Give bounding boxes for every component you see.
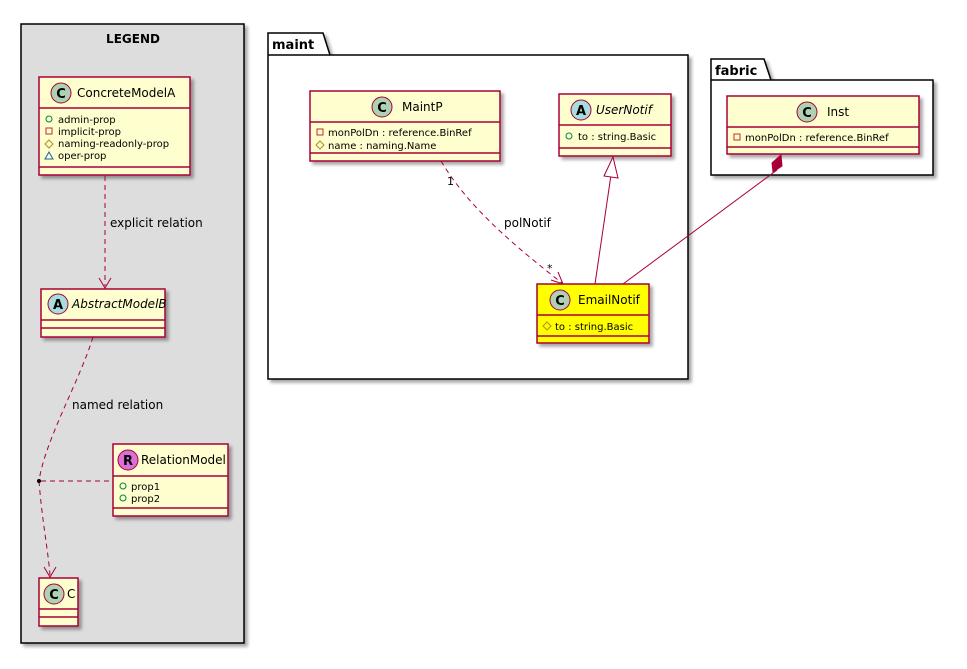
class-relation-model[interactable]: R RelationModel prop1 prop2 [112, 443, 229, 517]
svg-text:C: C [49, 588, 59, 603]
class-name: C [67, 587, 75, 601]
class-prop: to : string.Basic [555, 322, 633, 333]
class-name: RelationModel [141, 453, 226, 467]
class-name: MaintP [402, 100, 443, 114]
inheritance-arrowhead [603, 155, 619, 179]
relation-label: polNotif [504, 216, 552, 230]
target-multiplicity: * [547, 262, 553, 275]
class-stereotype-icon: A [47, 293, 69, 315]
vis-public-icon [45, 115, 53, 123]
class-prop: admin-prop [58, 115, 116, 126]
svg-text:A: A [576, 104, 586, 119]
svg-text:R: R [123, 454, 133, 469]
class-abstract-model-b[interactable]: A AbstractModelB [40, 288, 167, 338]
vis-protected-icon [542, 321, 552, 331]
class-usernotif[interactable]: A UserNotif to : string.Basic [558, 93, 672, 157]
class-name: AbstractModelB [71, 297, 167, 311]
legend-title: LEGEND [106, 32, 160, 46]
class-box [726, 95, 920, 155]
relation-explicit: explicit relation [98, 176, 203, 289]
class-name: UserNotif [596, 103, 654, 117]
relation-named: named relation [37, 336, 163, 578]
source-multiplicity: 1 [447, 175, 454, 188]
class-prop: to : string.Basic [578, 132, 656, 143]
class-prop: monPolDn : reference.BinRef [745, 133, 889, 144]
class-box [309, 90, 501, 162]
relation-inheritance [594, 155, 619, 285]
svg-text:C: C [377, 101, 387, 116]
relation-label: named relation [72, 398, 163, 412]
class-prop: prop2 [131, 494, 160, 505]
relation-label: explicit relation [110, 216, 203, 230]
class-stereotype-icon: C [43, 583, 65, 605]
class-prop: naming-readonly-prop [58, 139, 169, 150]
svg-text:C: C [555, 294, 565, 309]
vis-private-icon [45, 127, 53, 135]
class-stereotype-icon: C [371, 96, 393, 118]
class-prop: monPolDn : reference.BinRef [328, 128, 472, 139]
class-stereotype-icon: R [117, 449, 139, 471]
package-name: maint [272, 38, 314, 53]
vis-private-icon [316, 128, 324, 136]
class-inst[interactable]: C Inst monPolDn : reference.BinRef [726, 95, 920, 155]
vis-public-icon [119, 482, 127, 490]
vis-protected-icon [44, 139, 54, 149]
association-point [37, 479, 41, 483]
svg-text:C: C [56, 87, 66, 102]
vis-package-icon [44, 150, 54, 160]
vis-protected-icon [315, 140, 325, 150]
class-stereotype-icon: C [50, 82, 72, 104]
class-stereotype-icon: A [570, 99, 592, 121]
class-prop: prop1 [131, 482, 160, 493]
relation-composition [622, 153, 783, 285]
class-prop: oper-prop [58, 151, 106, 162]
class-emailnotif[interactable]: C EmailNotif to : string.Basic [536, 283, 650, 344]
svg-text:A: A [53, 298, 63, 313]
class-maintp[interactable]: C MaintP monPolDn : reference.BinRef nam… [309, 90, 501, 162]
class-c[interactable]: C C [38, 577, 79, 627]
vis-private-icon [733, 133, 741, 141]
class-stereotype-icon: C [796, 101, 818, 123]
class-prop: name : naming.Name [328, 141, 436, 152]
relation-polnotif: polNotif 1 * [440, 160, 564, 285]
class-concrete-model-a[interactable]: C ConcreteModelA admin-prop implicit-pro… [38, 76, 191, 176]
svg-text:C: C [802, 106, 812, 121]
class-stereotype-icon: C [549, 289, 571, 311]
class-name: EmailNotif [578, 293, 641, 307]
package-name: fabric [715, 64, 757, 79]
class-prop: implicit-prop [58, 127, 121, 138]
composition-diamond [771, 153, 783, 173]
vis-public-icon [565, 132, 573, 140]
vis-public-icon [119, 494, 127, 502]
class-name: Inst [827, 105, 849, 119]
class-name: ConcreteModelA [77, 86, 176, 100]
